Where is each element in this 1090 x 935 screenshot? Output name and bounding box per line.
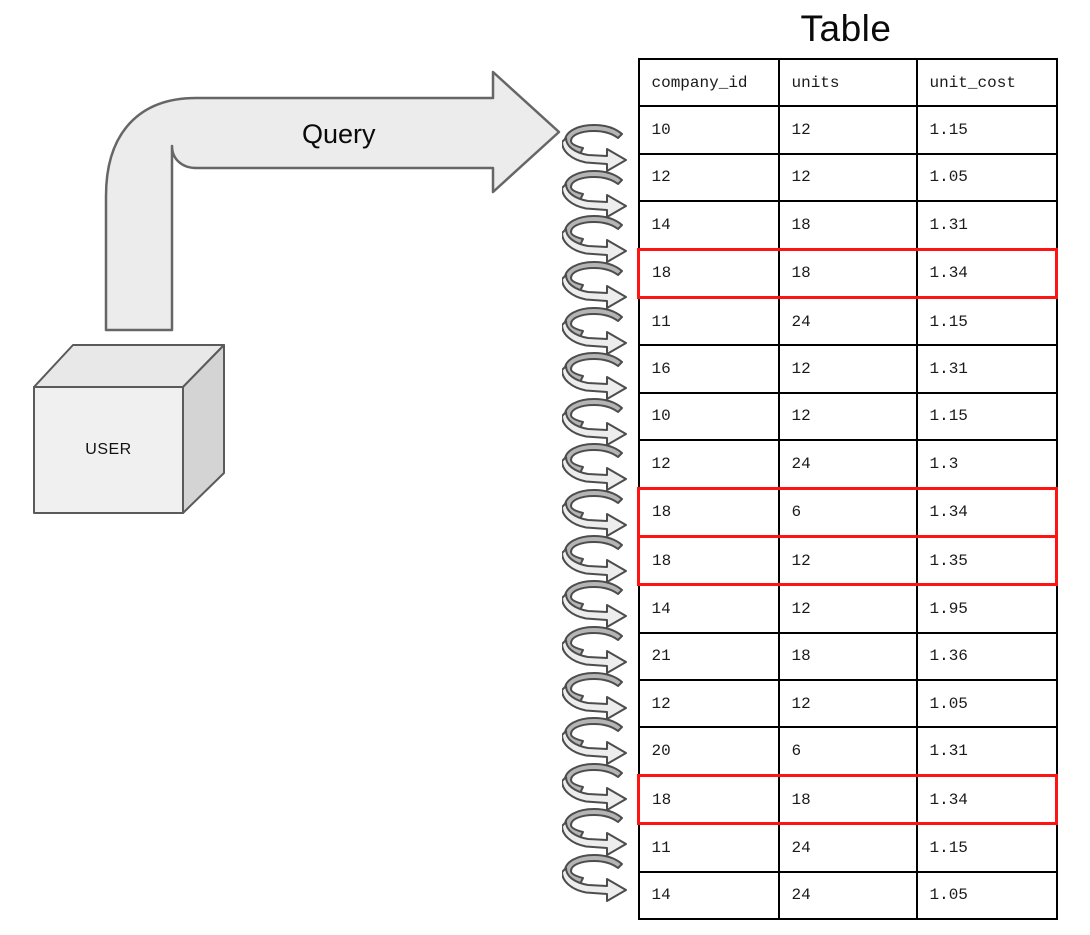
- column-header: units: [777, 57, 918, 108]
- table-cell: 1.31: [915, 200, 1058, 251]
- table-title: Table: [800, 8, 892, 49]
- table-cell: 1.34: [915, 773, 1058, 826]
- table-cell: 21: [637, 631, 780, 682]
- table-cell: 18: [637, 486, 780, 538]
- table-cell: 11: [637, 296, 780, 347]
- table-cell: 12: [777, 534, 918, 587]
- table-cell: 12: [637, 439, 780, 490]
- table-cell: 12: [777, 391, 918, 442]
- table-cell: 10: [637, 391, 780, 442]
- table-cell: 1.35: [915, 534, 1058, 587]
- loop-arrow-icon: [561, 307, 628, 363]
- loop-arrow-icon: [561, 535, 628, 591]
- loop-arrow-icon: [561, 215, 628, 271]
- user-label: USER: [85, 441, 132, 458]
- query-arrow-icon: [104, 70, 561, 332]
- loop-arrow-icon: [561, 124, 628, 180]
- table-cell: 18: [637, 773, 780, 826]
- table-cell: 1.95: [915, 583, 1058, 634]
- table-cell: 1.34: [915, 486, 1058, 538]
- loop-arrow-icon: [561, 398, 628, 454]
- table-cell: 12: [777, 344, 918, 394]
- table-cell: 11: [637, 822, 780, 873]
- table-cell: 10: [637, 105, 780, 155]
- table-cell: 14: [637, 200, 780, 251]
- table-cell: 1.3: [915, 439, 1058, 490]
- loop-arrow-icon: [561, 443, 628, 499]
- user-cube-icon: [33, 344, 225, 514]
- loop-arrow-icon: [561, 170, 628, 226]
- table-cell: 12: [777, 152, 918, 203]
- column-header: company_id: [637, 57, 780, 108]
- table-cell: 18: [777, 631, 918, 682]
- loop-arrow-icon: [561, 489, 628, 545]
- table-cell: 12: [777, 583, 918, 634]
- table-cell: 1.15: [915, 105, 1058, 155]
- table-cell: 6: [777, 486, 918, 538]
- table-cell: 12: [637, 679, 780, 729]
- query-label: Query: [302, 119, 376, 149]
- table-cell: 1.31: [915, 726, 1058, 777]
- table-cell: 18: [777, 200, 918, 251]
- table-cell: 1.15: [915, 296, 1058, 347]
- table-cell: 1.15: [915, 391, 1058, 442]
- table-cell: 1.31: [915, 344, 1058, 394]
- table-cell: 24: [777, 439, 918, 490]
- table-cell: 1.05: [915, 870, 1058, 921]
- table-cell: 1.36: [915, 631, 1058, 682]
- table-cell: 20: [637, 726, 780, 777]
- table-cell: 12: [637, 152, 780, 203]
- table-cell: 1.05: [915, 679, 1058, 729]
- column-header: unit_cost: [915, 57, 1058, 108]
- loop-arrow-icon: [561, 261, 628, 317]
- table-cell: 12: [777, 679, 918, 729]
- loop-arrow-icon: [561, 854, 628, 910]
- table-cell: 1.05: [915, 152, 1058, 203]
- table-cell: 16: [637, 344, 780, 394]
- table-cell: 1.34: [915, 247, 1058, 299]
- table-cell: 24: [777, 870, 918, 921]
- table-cell: 12: [777, 105, 918, 155]
- loop-arrow-icon: [561, 352, 628, 408]
- table-cell: 18: [637, 247, 780, 299]
- table-cell: 18: [637, 534, 780, 587]
- loop-arrow-icon: [561, 763, 628, 819]
- table-cell: 18: [777, 773, 918, 826]
- loop-arrow-icon: [561, 626, 628, 682]
- table-cell: 24: [777, 822, 918, 873]
- table-cell: 24: [777, 296, 918, 347]
- table-cell: 18: [777, 247, 918, 299]
- table-cell: 14: [637, 583, 780, 634]
- table-cell: 14: [637, 870, 780, 921]
- loop-arrow-icon: [561, 808, 628, 864]
- loop-arrow-icon: [561, 672, 628, 728]
- table-cell: 1.15: [915, 822, 1058, 873]
- table-cell: 6: [777, 726, 918, 777]
- loop-arrow-icon: [561, 580, 628, 636]
- loop-arrow-icon: [561, 717, 628, 773]
